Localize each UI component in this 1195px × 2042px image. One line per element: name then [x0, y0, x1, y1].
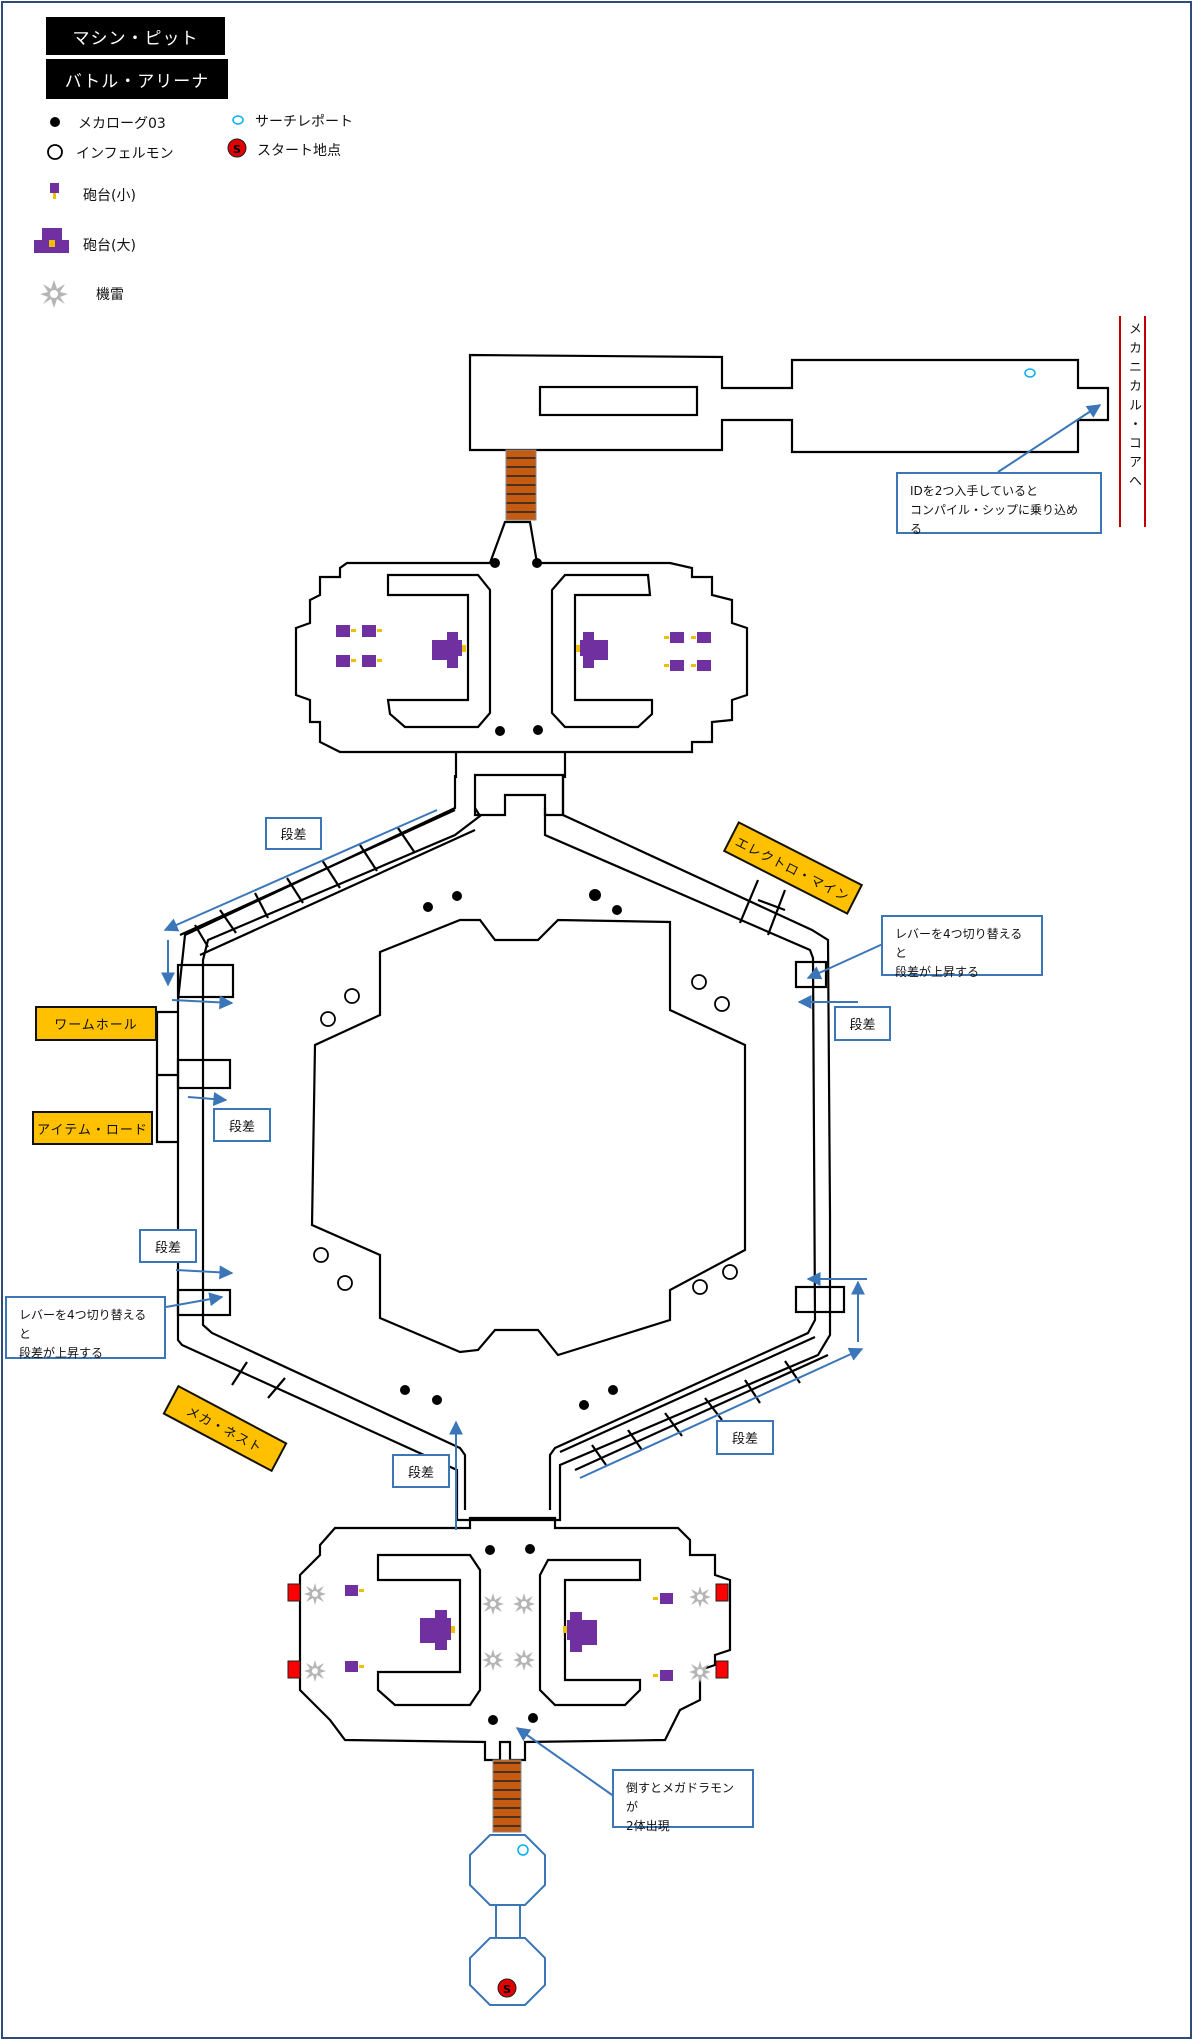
upper-cannon-tips — [351, 629, 696, 667]
arrow-lever-right — [806, 942, 886, 980]
mine-star-icon — [40, 280, 68, 308]
cannon-small-icon — [50, 183, 59, 199]
id-note: IDを2つ入手していると コンパイル・シップに乗り込める — [896, 472, 1102, 536]
lever-note-right-line-2: 段差が上昇する — [895, 965, 980, 979]
arrow-step-left — [175, 1265, 234, 1280]
stairs-lower-right — [559, 1335, 829, 1472]
step-label-2: 段差 — [834, 1006, 891, 1041]
upper-right-loop — [550, 573, 654, 729]
legend-log-label: メカローグ03 — [78, 116, 166, 132]
arrow-lever-left — [165, 1292, 224, 1308]
arrow-id-note — [997, 404, 1102, 473]
left-step-box-1 — [176, 963, 235, 999]
lever-note-left: レバーを4つ切り替えると 段差が上昇する — [5, 1296, 166, 1360]
mecha-nest-connector — [231, 1361, 286, 1399]
boss-note-line-1: 倒すとメガドラモンが — [626, 1781, 735, 1814]
legend-inferno-label: インフェルモン — [76, 146, 174, 162]
lever-note-right-line-1: レバーを4つ切り替えると — [895, 927, 1023, 960]
teleport-top — [1024, 368, 1036, 378]
connector-room — [473, 773, 565, 817]
levers — [287, 1583, 729, 1679]
exit-label: メカニカル・コアへ — [1126, 322, 1141, 493]
svg-text:S: S — [503, 1983, 511, 1996]
start-corridor — [495, 1904, 521, 1939]
arrow-wormhole — [171, 995, 234, 1010]
stairs-upper-left — [179, 808, 476, 957]
area-title-battle-arena: バトル・アリーナ — [46, 59, 228, 99]
upper-stairs — [505, 449, 537, 521]
step-label-6: 段差 — [392, 1454, 450, 1488]
lever-note-right: レバーを4つ切り替えると 段差が上昇する — [881, 915, 1043, 979]
top-inner-room — [538, 385, 699, 417]
legend-start-label: スタート地点 — [257, 143, 341, 159]
inferno-rings — [313, 974, 738, 1295]
arena-inner-edge-right — [543, 808, 817, 1510]
step-label-1: 段差 — [265, 817, 322, 850]
arena-inner-edge-left — [201, 807, 482, 1510]
legend-icons: S — [34, 115, 247, 308]
log-dots — [400, 558, 622, 1725]
arrow-boss-note — [515, 1727, 616, 1798]
right-step-box-1 — [794, 960, 828, 989]
start-lower-octagon — [469, 1937, 546, 2006]
legend-mine-label: 機雷 — [96, 287, 124, 303]
left-step-box-3 — [176, 1288, 232, 1317]
legend-cannon-small-label: 砲台(小) — [83, 188, 136, 204]
id-note-line-2: コンパイル・シップに乗り込める — [910, 503, 1079, 536]
arena-outer — [176, 775, 832, 1522]
step-label-4: 段差 — [139, 1229, 197, 1263]
upper-cannons — [336, 625, 711, 671]
right-step-box-2 — [794, 1285, 846, 1314]
inferno-ring-icon — [47, 144, 63, 160]
lever-note-left-line-1: レバーを4つ切り替えると — [19, 1308, 147, 1341]
step-label-5: 段差 — [716, 1420, 774, 1455]
arrow-step-upper-left — [163, 809, 438, 932]
area-title-machine-pit: マシン・ピット — [46, 17, 225, 55]
log-dot-icon — [50, 117, 60, 127]
left-wing — [155, 1010, 178, 1144]
cannon-large-icon — [34, 228, 69, 253]
lower-cannon-tips — [359, 1589, 658, 1677]
arena-center — [310, 918, 747, 1357]
electro-connector — [738, 879, 787, 936]
lever-note-left-line-2: 段差が上昇する — [19, 1346, 104, 1360]
upper-left-loop — [386, 573, 492, 729]
boss-note: 倒すとメガドラモンが 2体出現 — [612, 1769, 754, 1833]
step-label-3: 段差 — [213, 1108, 271, 1142]
boss-note-line-2: 2体出現 — [626, 1819, 670, 1833]
upper-room — [294, 520, 749, 778]
arrow-item-road — [187, 1092, 228, 1106]
legend-teleport-label: サーチレポート — [255, 114, 353, 130]
teleport-ring-icon — [232, 115, 244, 125]
area-wormhole: ワームホール — [35, 1006, 157, 1041]
mines — [304, 1583, 711, 1683]
id-note-line-1: IDを2つ入手していると — [910, 484, 1039, 498]
lower-right-loop — [538, 1558, 642, 1707]
area-item-road: アイテム・ロード — [32, 1111, 153, 1145]
arrow-step-lower-right — [579, 1347, 864, 1479]
start-s-icon: S — [227, 138, 247, 158]
exit-lines — [1119, 316, 1146, 527]
start-s-icon: S — [497, 1978, 517, 1998]
lower-cannons — [345, 1585, 673, 1681]
legend-cannon-large-label: 砲台(大) — [83, 238, 136, 254]
start-upper-octagon — [469, 1834, 546, 1906]
lower-stairs — [492, 1759, 522, 1833]
svg-text:S: S — [233, 143, 241, 156]
teleport-bottom — [517, 1844, 529, 1856]
lower-left-loop — [376, 1553, 482, 1707]
lower-room — [298, 1516, 732, 1762]
top-corridor — [468, 353, 1110, 454]
